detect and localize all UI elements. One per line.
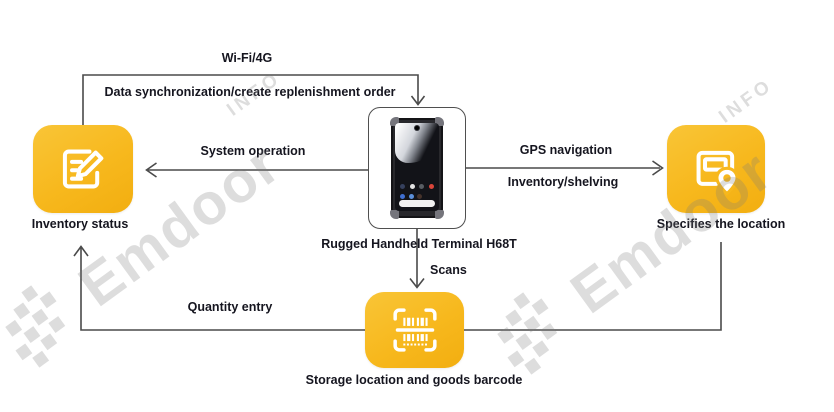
edge-label-quantity-entry: Quantity entry bbox=[187, 300, 273, 314]
node-inventory-status bbox=[33, 125, 133, 213]
arrowhead-down-icon bbox=[410, 95, 426, 106]
app-icon bbox=[419, 184, 425, 189]
device-card bbox=[368, 107, 466, 229]
edge-label-data-sync: Data synchronization/create replenishmen… bbox=[104, 85, 396, 99]
barcode-scan-icon bbox=[392, 308, 437, 352]
phone-camera-icon bbox=[415, 126, 419, 130]
edge-label-inventory-shelving: Inventory/shelving bbox=[507, 175, 619, 189]
phone-bumper bbox=[435, 210, 444, 219]
handheld-terminal-image bbox=[390, 117, 444, 219]
arrowhead-left-icon bbox=[145, 162, 157, 178]
edge-label-gps-navigation: GPS navigation bbox=[519, 143, 613, 157]
phone-bumper bbox=[435, 117, 444, 126]
phone-bumper bbox=[390, 210, 399, 219]
phone-bumper bbox=[390, 117, 399, 126]
app-icon bbox=[417, 193, 423, 199]
node-storage-barcode bbox=[365, 292, 464, 368]
app-icon bbox=[400, 193, 406, 199]
node-label-specifies-location: Specifies the location bbox=[656, 217, 786, 231]
edge-label-wifi: Wi-Fi/4G bbox=[221, 51, 273, 65]
arrowhead-right-icon bbox=[652, 160, 664, 176]
document-edit-icon bbox=[62, 149, 104, 189]
node-label-storage-barcode: Storage location and goods barcode bbox=[305, 373, 523, 387]
device-label: Rugged Handheld Terminal H68T bbox=[321, 237, 517, 251]
phone-app-row bbox=[400, 184, 434, 189]
app-icon bbox=[428, 184, 434, 189]
node-label-inventory-status: Inventory status bbox=[31, 217, 129, 231]
app-icon bbox=[409, 184, 415, 189]
edge-label-system-operation: System operation bbox=[200, 144, 306, 158]
arrowhead-down-icon bbox=[409, 278, 425, 289]
phone-search-bar bbox=[398, 200, 436, 208]
app-icon bbox=[408, 193, 414, 199]
phone-app-row bbox=[400, 193, 423, 199]
arrowhead-up-icon bbox=[73, 245, 89, 257]
app-icon bbox=[400, 184, 406, 189]
edge-label-scans: Scans bbox=[430, 263, 467, 277]
edge-wifi-line bbox=[82, 74, 419, 125]
node-specifies-location bbox=[667, 125, 765, 213]
phone-screen bbox=[395, 123, 439, 211]
map-location-icon bbox=[696, 150, 739, 196]
